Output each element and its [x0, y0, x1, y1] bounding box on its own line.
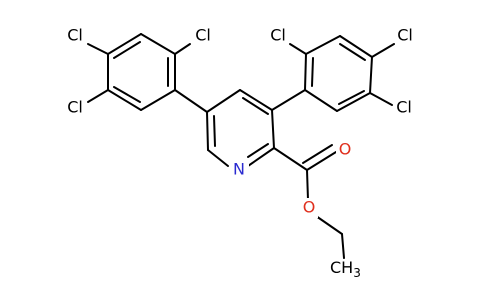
- bond: [341, 233, 345, 259]
- bond: [311, 57, 314, 87]
- bond: [206, 111, 209, 151]
- bond: [107, 89, 142, 111]
- bond: [306, 151, 337, 171]
- label-bg: [300, 198, 318, 218]
- bond: [107, 33, 142, 55]
- oxygen-ester-label: O: [303, 198, 316, 217]
- chlorine-atom-label: Cl: [397, 26, 413, 45]
- bond: [140, 33, 176, 55]
- bond: [206, 89, 241, 113]
- bond: [369, 56, 373, 94]
- bond: [113, 41, 141, 59]
- label-bg: [336, 140, 354, 160]
- bond: [273, 147, 308, 171]
- chlorine-atom-label: Cl: [67, 98, 83, 117]
- bond: [336, 92, 371, 112]
- bond: [140, 89, 176, 111]
- methyl-group-label: CH3: [330, 258, 361, 280]
- bond: [87, 43, 109, 55]
- bond: [239, 89, 273, 111]
- bond: [289, 43, 307, 55]
- bond: [247, 147, 275, 167]
- chlorine-atom-label: Cl: [270, 26, 286, 45]
- bond: [305, 35, 341, 55]
- bond: [306, 169, 309, 201]
- chlorine-atom-label: Cl: [67, 26, 83, 45]
- bond: [242, 97, 269, 115]
- bond: [338, 90, 365, 105]
- bond: [339, 35, 373, 58]
- label-bg: [229, 158, 249, 178]
- atom-labels: N O O CH3 Cl Cl Cl Cl Cl Cl: [67, 26, 413, 280]
- bond: [369, 92, 393, 106]
- bond: [315, 215, 343, 235]
- methyl-ch: CH: [330, 258, 353, 277]
- bond: [113, 86, 141, 103]
- bond: [174, 89, 208, 113]
- chlorine-atom-label: Cl: [195, 26, 211, 45]
- chlorine-atom-label: Cl: [396, 98, 412, 117]
- bond: [271, 109, 275, 149]
- bond: [213, 115, 216, 147]
- bond: [207, 149, 229, 167]
- bond: [271, 89, 306, 111]
- bond: [304, 89, 338, 112]
- methyl-subscript: 3: [353, 266, 361, 280]
- nitrogen-atom-label: N: [233, 160, 245, 179]
- bond: [302, 144, 333, 164]
- bond: [247, 143, 269, 158]
- bond: [87, 89, 109, 103]
- bond: [174, 43, 191, 55]
- bond: [339, 43, 366, 61]
- bonds: [87, 33, 395, 259]
- bond: [371, 43, 395, 58]
- oxygen-carbonyl-label: O: [339, 140, 352, 159]
- bond: [304, 53, 307, 91]
